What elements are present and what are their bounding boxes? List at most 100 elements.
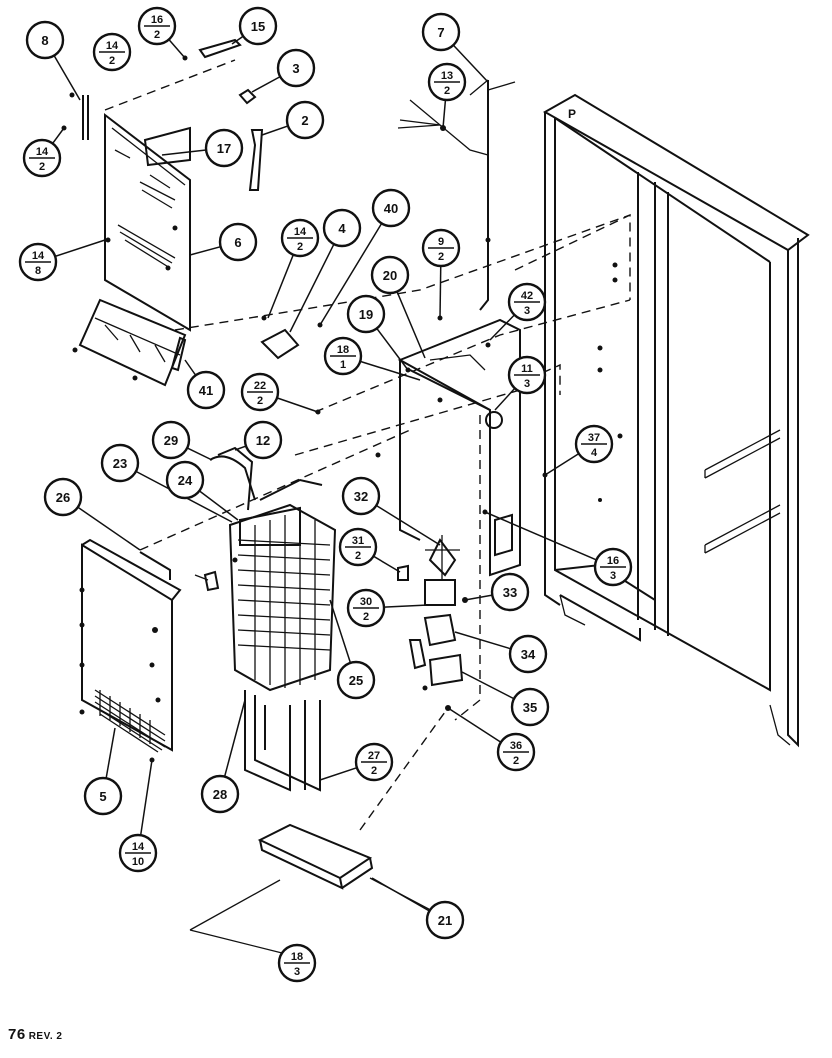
callout-part-number: 28 — [213, 787, 227, 802]
callout-circle — [218, 222, 258, 262]
callout-leader-line — [251, 75, 281, 93]
callout-circle — [490, 572, 530, 612]
callout-leader-line — [289, 243, 335, 333]
callout-leader-line — [276, 397, 319, 413]
callout-circle — [276, 48, 316, 88]
callout-part-number: 18 — [337, 344, 349, 356]
callout-leader-line — [376, 327, 409, 371]
callout-quantity: 2 — [154, 29, 160, 41]
callout-leader-line — [261, 125, 289, 136]
callout-leader-line — [54, 239, 106, 258]
callout-15: 15 — [231, 6, 278, 46]
callout-32: 32 — [341, 476, 441, 546]
callout-part-number: 16 — [151, 14, 163, 26]
callout-circle — [336, 660, 376, 700]
callout-part-number: 35 — [523, 700, 537, 715]
callout-30-2: 302 — [346, 588, 429, 628]
callout-leader-line — [52, 127, 65, 144]
callout-circle — [186, 370, 226, 410]
callout-14-2-b: 142 — [22, 127, 65, 178]
callout-part-number: 34 — [521, 647, 536, 662]
callout-leader-line — [267, 254, 295, 319]
callout-part-number: 42 — [521, 290, 533, 302]
callout-circle — [200, 774, 240, 814]
callout-part-number: 25 — [349, 673, 363, 688]
callout-part-number: 27 — [368, 750, 380, 762]
callout-part-number: 3 — [292, 61, 299, 76]
callout-circle — [43, 477, 83, 517]
fan-motor-bracket — [375, 315, 548, 577]
callout-leader-line — [319, 222, 383, 326]
callout-18-3: 183 — [277, 943, 317, 983]
callout-42-3: 423 — [489, 282, 547, 341]
callout-circle — [100, 443, 140, 483]
callout-21: 21 — [371, 877, 465, 940]
drain-trough — [189, 823, 441, 956]
callout-part-number: 33 — [503, 585, 517, 600]
evaporator-cover-upper — [61, 92, 191, 387]
callout-leader-line — [161, 149, 207, 156]
callout-leader-line — [461, 671, 515, 700]
callout-20: 20 — [370, 255, 426, 359]
callout-quantity: 3 — [610, 570, 616, 582]
callout-part-number: 14 — [32, 250, 45, 262]
callout-circle — [322, 208, 362, 248]
callout-28: 28 — [200, 699, 246, 814]
callout-leader-line — [464, 594, 493, 601]
callout-quantity: 2 — [297, 241, 303, 253]
callout-16-3: 163 — [484, 511, 633, 587]
callout-part-number: 20 — [383, 268, 397, 283]
callout-part-number: 22 — [254, 380, 266, 392]
callout-part-number: 14 — [106, 40, 119, 52]
callout-40: 40 — [319, 188, 411, 326]
callout-7: 7 — [421, 12, 489, 83]
page-number: 76 — [8, 1026, 26, 1043]
callout-quantity: 10 — [132, 856, 144, 868]
callout-leader-line — [383, 604, 429, 608]
callout-part-number: 21 — [438, 913, 452, 928]
callout-quantity: 2 — [363, 611, 369, 623]
callout-leader-line — [442, 99, 447, 129]
callout-quantity: 1 — [340, 359, 346, 371]
callout-13-2: 132 — [427, 62, 467, 129]
callout-6: 6 — [189, 222, 258, 262]
callout-24: 24 — [165, 460, 239, 521]
callout-part-number: 2 — [301, 113, 308, 128]
callout-quantity: 3 — [524, 378, 530, 390]
callout-part-number: 41 — [199, 383, 213, 398]
callout-part-number: 26 — [56, 490, 70, 505]
callout-circle — [346, 294, 386, 334]
callout-27-2: 272 — [319, 742, 394, 782]
fan-motor-assembly — [397, 535, 468, 711]
callout-leader-line — [198, 490, 239, 521]
callout-part-number: 7 — [437, 25, 444, 40]
callout-31-2: 312 — [338, 527, 401, 573]
callout-circle — [151, 420, 191, 460]
callout-part-number: 30 — [360, 596, 372, 608]
callout-5: 5 — [83, 727, 123, 816]
callout-circle — [285, 100, 325, 140]
revision-label: REV. 2 — [28, 1031, 63, 1042]
wire-harness — [397, 79, 516, 311]
refrigerator-cabinet: P — [542, 93, 810, 748]
callout-14-8: 148 — [18, 239, 106, 282]
callout-circle — [341, 476, 381, 516]
callout-25: 25 — [329, 599, 376, 700]
callout-leader-line — [186, 447, 213, 461]
callout-16-2: 162 — [137, 6, 186, 59]
callout-leader-line — [53, 55, 81, 101]
callout-leader-line — [139, 759, 153, 836]
callout-part-number: 14 — [294, 226, 307, 238]
callout-circle — [510, 687, 550, 727]
callout-leader-line — [105, 727, 116, 779]
callout-leader-line — [373, 555, 401, 573]
small-parts-upper — [182, 38, 323, 415]
callout-part-number: 17 — [217, 141, 231, 156]
callout-part-number: 32 — [354, 489, 368, 504]
callout-part-number: 36 — [510, 740, 522, 752]
callout-41: 41 — [184, 359, 226, 410]
callout-circle — [508, 634, 548, 674]
